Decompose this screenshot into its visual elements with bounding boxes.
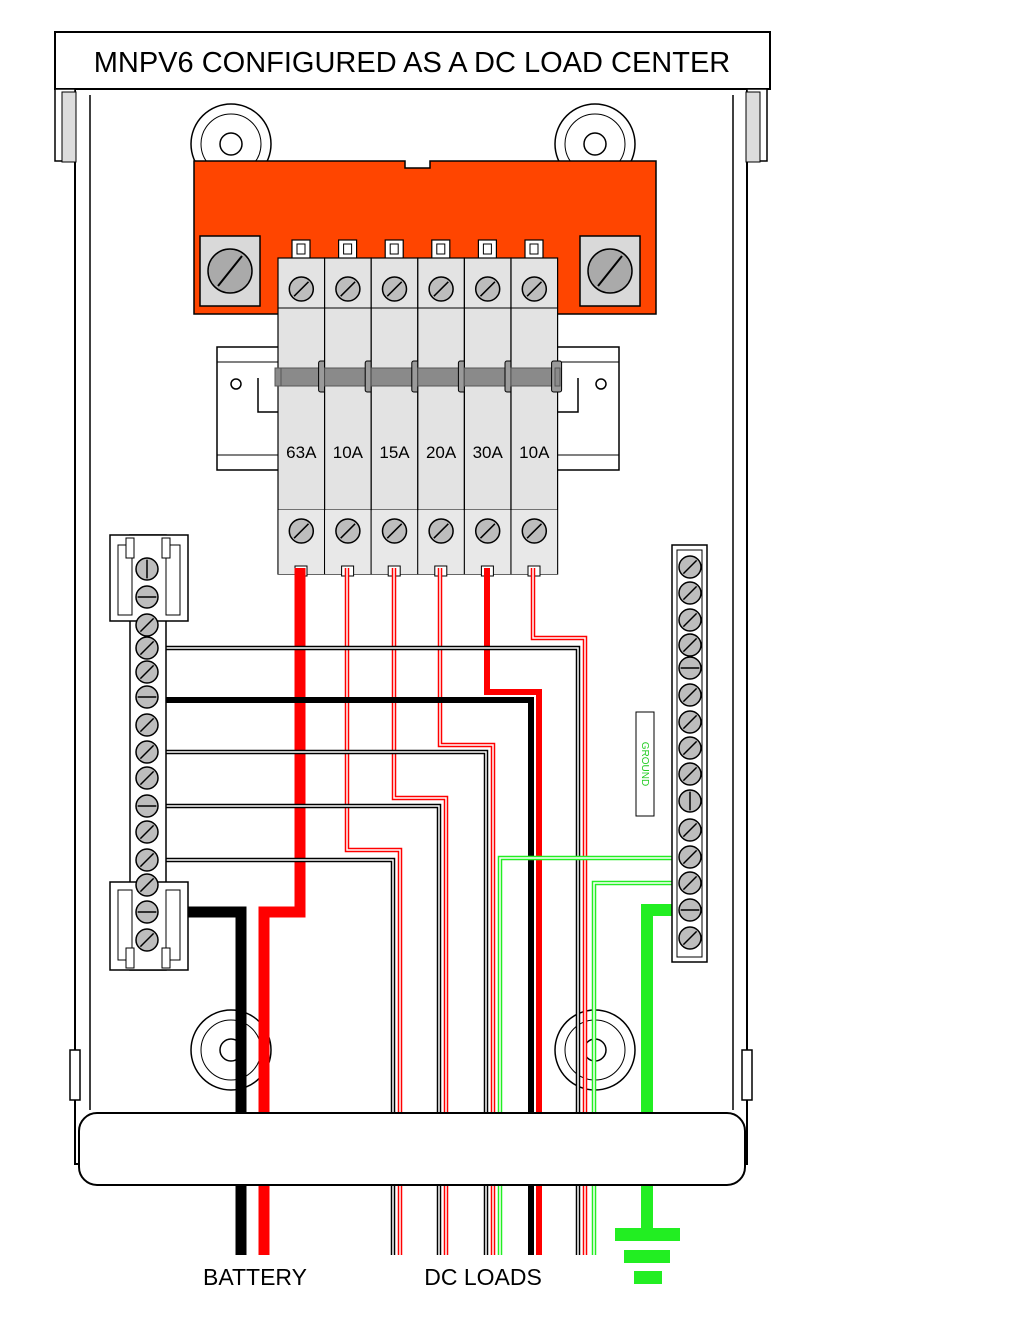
screw-terminal-icon <box>474 276 501 302</box>
screw-terminal-icon <box>135 636 159 660</box>
breaker-6[interactable]: 10A <box>510 239 563 577</box>
screw-terminal-icon <box>135 557 159 581</box>
screw-terminal-icon <box>288 518 315 544</box>
screw-terminal-icon <box>678 656 702 680</box>
ground-bus-bar <box>671 544 708 963</box>
screw-terminal-icon <box>678 633 702 657</box>
screw-terminal-icon <box>678 608 702 632</box>
screw-terminal-icon <box>521 518 548 544</box>
negative-bus-bar <box>109 534 189 971</box>
screw-terminal-icon <box>678 871 702 895</box>
battery-positive-wire <box>258 568 306 1255</box>
cable-entry-plate <box>78 1112 746 1186</box>
screw-terminal-icon <box>135 820 159 844</box>
screw-terminal-icon <box>521 276 548 302</box>
load-wire-pair-5 <box>163 568 588 1255</box>
breaker-3[interactable]: 15A <box>370 239 423 577</box>
screw-terminal-icon <box>678 789 702 813</box>
screw-terminal-icon <box>678 710 702 734</box>
toggle-bar-end <box>554 367 561 387</box>
breaker-rating-label: 10A <box>333 443 364 462</box>
screw-terminal-icon <box>381 518 408 544</box>
ground-label: GROUND <box>639 742 650 786</box>
ground-symbol-icon <box>615 1228 680 1284</box>
screw-terminal-icon <box>678 845 702 869</box>
screw-terminal-icon <box>678 818 702 842</box>
breaker-5[interactable]: 30A <box>463 239 516 577</box>
screw-terminal-icon <box>381 276 408 302</box>
breaker-rating-label: 10A <box>519 443 550 462</box>
screw-terminal-icon <box>288 276 315 302</box>
screw-terminal-icon <box>678 898 702 922</box>
load-wire-pair-2 <box>163 568 449 1255</box>
load-wire-pair-4 <box>163 568 542 1255</box>
screw-terminal-icon <box>135 848 159 872</box>
screw-terminal-icon <box>678 683 702 707</box>
screw-terminal-icon <box>135 900 159 924</box>
screw-terminal-icon <box>135 585 159 609</box>
screw-terminal-icon <box>428 518 454 544</box>
breaker-1[interactable]: 63A <box>277 239 330 577</box>
breaker-array: 63A 10A 15A 20A 30A 10A <box>274 239 563 577</box>
screw-terminal-icon <box>135 713 159 737</box>
screw-terminal-icon <box>335 518 361 544</box>
ground-label-box: GROUND <box>635 711 655 817</box>
load-wire-pair-3 <box>163 568 496 1255</box>
breaker-rating-label: 30A <box>473 443 504 462</box>
screw-terminal-icon <box>135 660 159 684</box>
screw-terminal-icon <box>428 276 454 302</box>
dc-loads-label: DC LOADS <box>424 1264 542 1290</box>
screw-terminal-icon <box>678 926 702 950</box>
battery-label: BATTERY <box>203 1264 307 1290</box>
screw-terminal-icon <box>135 928 159 952</box>
screw-terminal-icon <box>335 276 361 302</box>
screw-terminal-icon <box>135 794 159 818</box>
breaker-rating-label: 63A <box>286 443 317 462</box>
breaker-rating-label: 15A <box>379 443 410 462</box>
diagram-title: MNPV6 CONFIGURED AS A DC LOAD CENTER <box>94 47 731 79</box>
screw-terminal-icon <box>678 581 702 605</box>
screw-terminal-icon <box>135 766 159 790</box>
screw-terminal-icon <box>678 762 702 786</box>
breaker-rating-label: 20A <box>426 443 457 462</box>
title-box: MNPV6 CONFIGURED AS A DC LOAD CENTER <box>54 31 771 90</box>
breaker-4[interactable]: 20A <box>417 239 469 577</box>
breaker-2[interactable]: 10A <box>324 239 376 577</box>
screw-terminal-icon <box>474 518 501 544</box>
screw-terminal-icon <box>135 740 159 764</box>
screw-terminal-icon <box>135 613 159 637</box>
screw-terminal-icon <box>135 685 159 709</box>
screw-terminal-icon <box>678 736 702 760</box>
toggle-bar-end <box>274 367 282 387</box>
screw-terminal-icon <box>135 873 159 897</box>
screw-terminal-icon <box>678 555 702 579</box>
